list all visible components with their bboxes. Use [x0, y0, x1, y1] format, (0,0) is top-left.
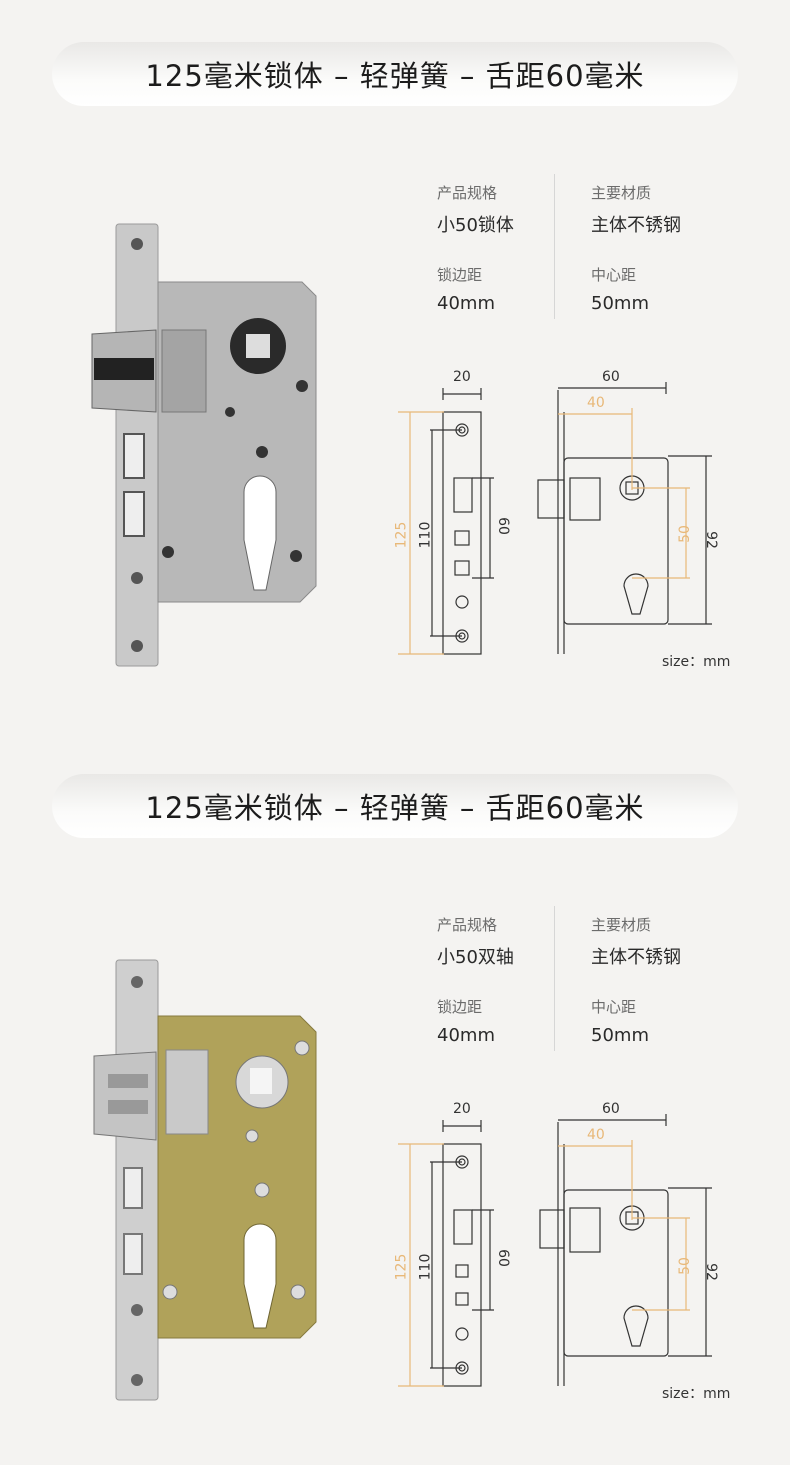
spec-value: 小50锁体: [437, 215, 514, 236]
spec-label: 锁边距: [437, 998, 483, 1016]
size-unit-note: size：mm: [662, 654, 731, 670]
dimension-drawing: [398, 382, 712, 655]
dim-body-height: 92: [702, 531, 719, 549]
spec-label: 中心距: [591, 998, 637, 1016]
dimension-drawing: [398, 1114, 712, 1387]
spec-value: 小50双轴: [437, 947, 514, 968]
dim-body-height: 92: [702, 1263, 719, 1281]
title-banner: 125毫米锁体 – 轻弹簧 – 舌距60毫米: [52, 42, 738, 106]
dim-center-distance: 50: [676, 1257, 693, 1275]
dim-faceplate-width: 20: [453, 1101, 471, 1117]
title-banner: 125毫米锁体 – 轻弹簧 – 舌距60毫米: [52, 774, 738, 838]
spec-backset: 锁边距 40mm: [437, 996, 495, 1046]
spec-label: 主要材质: [591, 184, 652, 202]
dim-total-height: 125: [393, 521, 410, 549]
dim-backset: 40: [587, 395, 605, 411]
section-title: 125毫米锁体 – 轻弹簧 – 舌距60毫米: [145, 59, 645, 93]
spec-value: 40mm: [437, 1025, 495, 1046]
spec-value: 40mm: [437, 293, 495, 314]
dim-latch-spacing: 60: [494, 517, 511, 535]
dim-backset: 40: [587, 1127, 605, 1143]
spec-divider: [554, 174, 555, 319]
lock-body-photo: [91, 223, 317, 667]
spec-center-distance: 中心距 50mm: [591, 264, 649, 314]
spec-divider: [554, 906, 555, 1051]
spec-material: 主要材质 主体不锈钢: [591, 914, 681, 969]
dim-hole-spacing: 110: [417, 1253, 434, 1281]
spec-value: 50mm: [591, 293, 649, 314]
dim-faceplate-width: 20: [453, 369, 471, 385]
size-unit-note: size：mm: [662, 1386, 731, 1402]
product-section-1: 125毫米锁体 – 轻弹簧 – 舌距60毫米 产品规格 小50锁体 主要材质 主…: [0, 0, 790, 730]
spec-material: 主要材质 主体不锈钢: [591, 182, 681, 237]
section-title: 125毫米锁体 – 轻弹簧 – 舌距60毫米: [145, 791, 645, 825]
dim-body-width: 60: [602, 1101, 620, 1117]
spec-label: 锁边距: [437, 266, 483, 284]
spec-model: 产品规格 小50双轴: [437, 914, 514, 969]
dim-body-width: 60: [602, 369, 620, 385]
lock-body-photo: [93, 959, 317, 1401]
spec-value: 50mm: [591, 1025, 649, 1046]
dim-latch-spacing: 60: [494, 1249, 511, 1267]
spec-label: 中心距: [591, 266, 637, 284]
dim-hole-spacing: 110: [417, 521, 434, 549]
dim-center-distance: 50: [676, 525, 693, 543]
spec-label: 产品规格: [437, 916, 498, 934]
dim-total-height: 125: [393, 1253, 410, 1281]
spec-label: 产品规格: [437, 184, 498, 202]
spec-value: 主体不锈钢: [591, 947, 681, 968]
spec-model: 产品规格 小50锁体: [437, 182, 514, 237]
spec-backset: 锁边距 40mm: [437, 264, 495, 314]
spec-label: 主要材质: [591, 916, 652, 934]
spec-value: 主体不锈钢: [591, 215, 681, 236]
product-section-2: 125毫米锁体 – 轻弹簧 – 舌距60毫米 产品规格 小50双轴 主要材质 主…: [0, 732, 790, 1462]
spec-center-distance: 中心距 50mm: [591, 996, 649, 1046]
